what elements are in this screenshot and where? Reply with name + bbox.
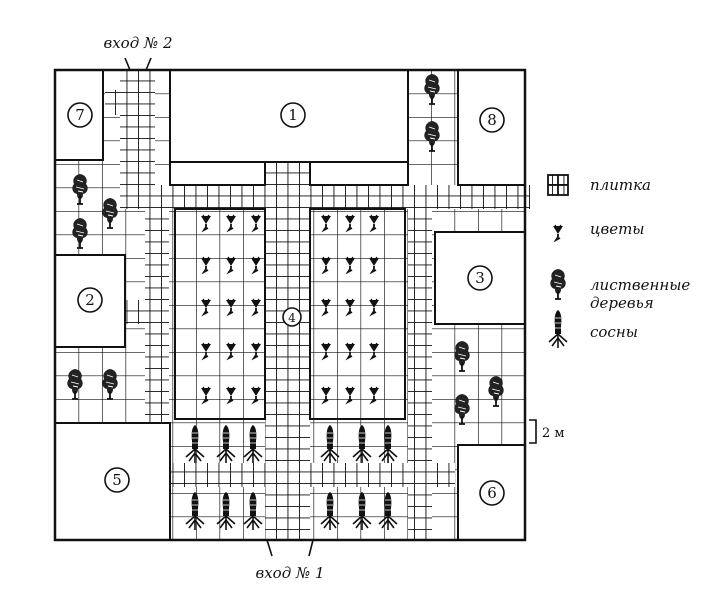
zone-label-6: 6 [479,480,505,506]
legend-item-pines: сосны [548,309,638,349]
legend-item-tile: плитка [547,174,651,196]
svg-text:4: 4 [288,311,296,325]
legend-item-flowers: цветы [552,220,645,241]
zone-label-7: 7 [67,102,93,128]
svg-text:2: 2 [85,291,95,309]
zone-label-2: 2 [77,287,103,313]
zone-label-8: 8 [479,107,505,133]
svg-text:цветы: цветы [590,220,645,238]
svg-text:2 м: 2 м [542,426,565,441]
svg-text:вход № 1: вход № 1 [255,564,324,582]
plan-border [53,68,527,542]
scale-bar: 2 м [529,419,565,444]
svg-text:8: 8 [487,111,497,129]
svg-text:6: 6 [487,484,497,502]
tile-paths [105,70,530,540]
zone-label-1: 1 [280,102,306,128]
zone-label-3: 3 [467,265,493,291]
legend-item-deciduous: лиственные деревья [549,268,690,312]
svg-text:деревья: деревья [590,294,654,312]
zone-label-5: 5 [104,467,130,493]
pine-tree-icon [548,309,568,349]
svg-text:лиственные: лиственные [590,276,690,294]
deciduous-tree-icon [549,268,567,300]
svg-text:вход № 2: вход № 2 [103,34,172,52]
entrance-1: вход № 1 [255,539,325,582]
svg-text:плитка: плитка [590,176,651,194]
flower-icon [552,224,564,241]
zone-label-4: 4 [282,307,302,327]
zone-labels: 1 2 3 4 5 6 7 8 [67,102,505,506]
svg-text:сосны: сосны [590,323,638,341]
svg-text:7: 7 [75,106,85,124]
flower-bed-left [174,208,266,420]
svg-text:5: 5 [112,471,122,489]
entrance-2: вход № 2 [103,34,173,71]
legend: плитка цветы лиственные деревья сосны [547,174,690,349]
svg-text:1: 1 [288,106,298,124]
svg-text:3: 3 [475,269,485,287]
